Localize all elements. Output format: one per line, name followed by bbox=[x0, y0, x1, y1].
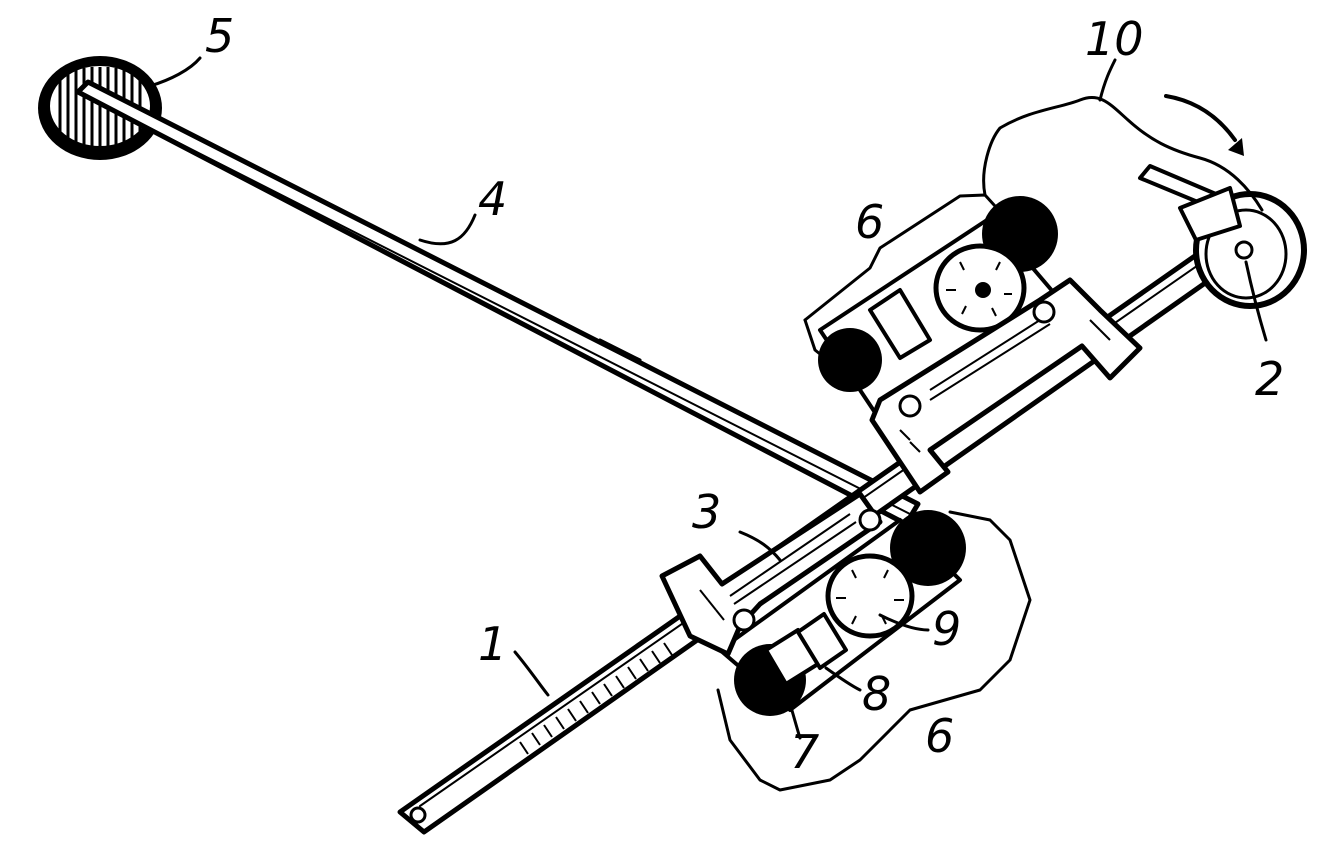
label-6-lower: 6 bbox=[925, 709, 954, 763]
label-4: 4 bbox=[478, 172, 507, 226]
upper-carriage bbox=[803, 193, 1143, 495]
rotation-arrow bbox=[1164, 94, 1244, 156]
pole-arm bbox=[75, 79, 921, 527]
label-10: 10 bbox=[1085, 12, 1144, 66]
label-9: 9 bbox=[932, 602, 961, 656]
label-7: 7 bbox=[790, 725, 819, 779]
tracing-region-outline bbox=[982, 96, 1264, 212]
label-2: 2 bbox=[1255, 352, 1284, 406]
lower-carriage bbox=[659, 491, 1032, 792]
label-5: 5 bbox=[205, 9, 234, 63]
tracer-lens bbox=[1138, 164, 1307, 309]
pole-weight bbox=[38, 56, 162, 160]
label-1: 1 bbox=[478, 617, 507, 671]
label-6-upper: 6 bbox=[855, 195, 884, 249]
leader-lines bbox=[148, 56, 1268, 740]
label-8: 8 bbox=[862, 667, 891, 721]
label-3: 3 bbox=[692, 485, 721, 539]
